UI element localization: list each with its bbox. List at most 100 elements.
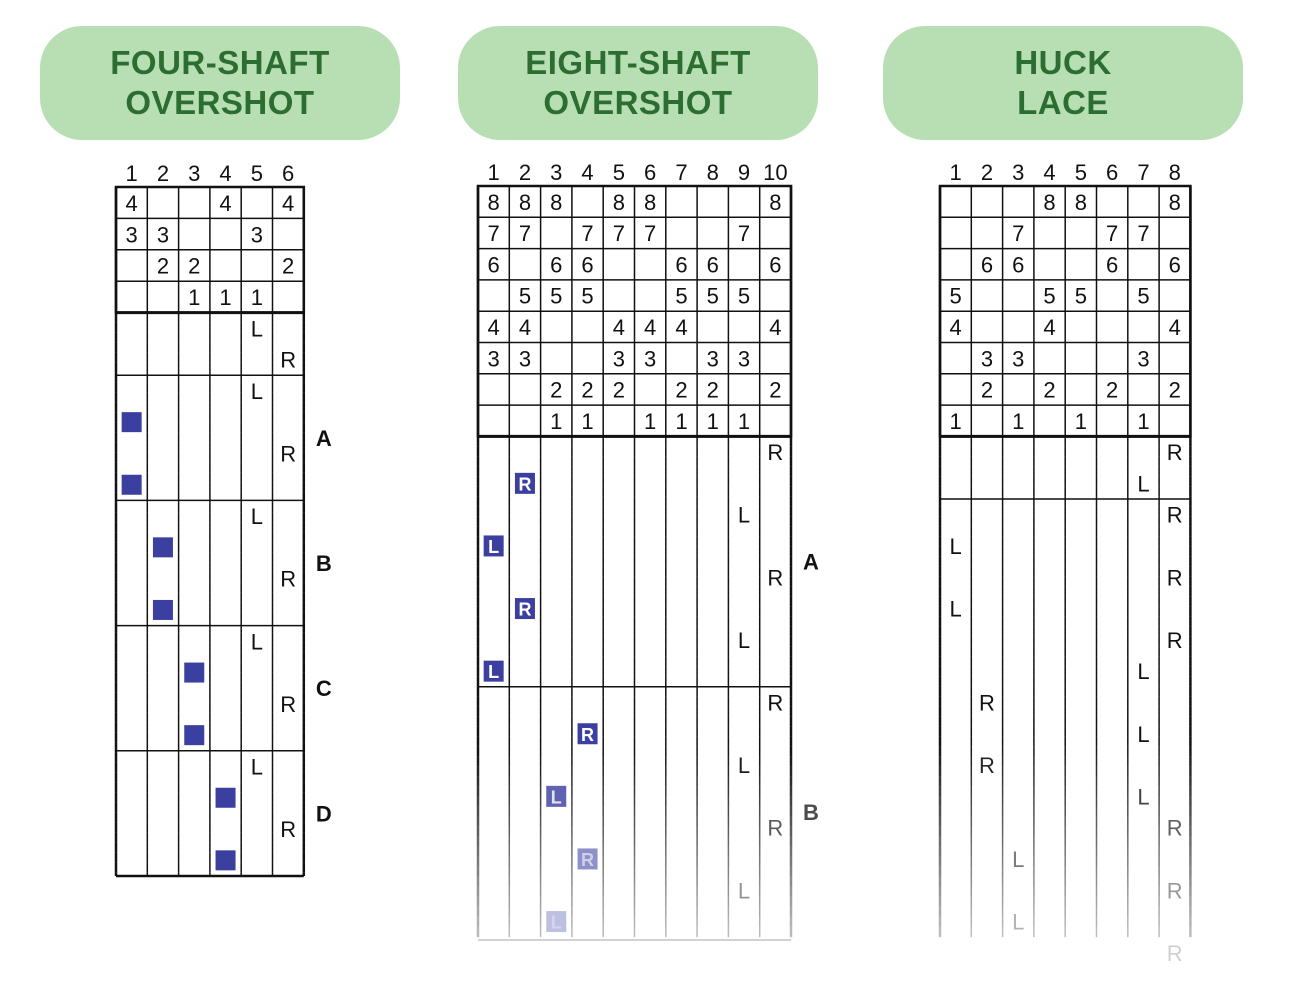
treadle-block	[184, 662, 205, 683]
panel-title: EIGHT-SHAFT OVERSHOT	[458, 26, 818, 140]
treadle-block	[121, 474, 142, 495]
title-line-2: OVERSHOT	[125, 84, 315, 121]
threading-number: 4	[1169, 315, 1181, 340]
threading-number: 4	[519, 315, 531, 340]
threading-number: 5	[1137, 284, 1149, 309]
section-label: B	[803, 800, 819, 825]
column-header: 2	[981, 160, 993, 185]
treadle-letter: R	[280, 441, 296, 466]
treadle-letter: L	[950, 597, 962, 622]
treadle-letter: L	[251, 316, 263, 341]
threading-number: 1	[950, 409, 962, 434]
column-header: 5	[1075, 160, 1087, 185]
threading-number: 6	[707, 252, 719, 277]
threading-number: 8	[1043, 190, 1055, 215]
treadle-letter: L	[738, 503, 750, 528]
threading-number: 3	[981, 346, 993, 371]
threading-number: 2	[282, 254, 294, 279]
treadle-box-letter: R	[581, 725, 594, 745]
column-header: 5	[251, 161, 263, 186]
threading-number: 5	[550, 284, 562, 309]
column-header: 2	[157, 161, 169, 186]
threading-number: 7	[1106, 221, 1118, 246]
treadle-letter: R	[1167, 503, 1183, 528]
threading-number: 6	[1012, 252, 1024, 277]
treadle-letter: L	[1137, 659, 1149, 684]
column-header: 3	[1012, 160, 1024, 185]
column-header: 7	[1137, 160, 1149, 185]
column-header: 7	[675, 160, 687, 185]
threading-number: 5	[738, 284, 750, 309]
threading-number: 4	[1043, 315, 1055, 340]
treadle-box-letter: R	[518, 474, 531, 494]
threading-number: 6	[769, 252, 781, 277]
treadle-letter: R	[767, 440, 783, 465]
treadle-letter: R	[1167, 628, 1183, 653]
treadle-box	[577, 723, 598, 745]
treadle-letter: R	[979, 753, 995, 778]
treadle-box	[483, 660, 504, 682]
section-label: B	[316, 551, 332, 576]
treadle-box-letter: L	[551, 787, 562, 807]
threading-number: 5	[581, 284, 593, 309]
treadle-block	[121, 412, 142, 433]
threading-number: 8	[1075, 190, 1087, 215]
threading-number: 8	[488, 190, 500, 215]
column-header: 8	[1169, 160, 1181, 185]
threading-number: 3	[613, 346, 625, 371]
treadle-letter: L	[251, 379, 263, 404]
threading-number: 8	[613, 190, 625, 215]
column-header: 1	[488, 160, 500, 185]
column-header: 8	[707, 160, 719, 185]
section-label: C	[316, 676, 332, 701]
treadle-letter: L	[1137, 784, 1149, 809]
threading-number: 4	[219, 191, 231, 216]
treadle-letter: L	[738, 878, 750, 903]
treadle-block	[152, 599, 173, 620]
threading-number: 6	[1106, 252, 1118, 277]
threading-number: 7	[1137, 221, 1149, 246]
threading-number: 2	[707, 378, 719, 403]
treadle-block	[215, 787, 236, 808]
treadle-letter: R	[767, 816, 783, 841]
threading-number: 1	[550, 409, 562, 434]
threading-number: 5	[675, 284, 687, 309]
threading-number: 7	[613, 221, 625, 246]
section-label: A	[803, 550, 819, 575]
column-header: 5	[613, 160, 625, 185]
threading-number: 3	[1012, 346, 1024, 371]
title-line-1: FOUR-SHAFT	[110, 44, 330, 81]
threading-number: 8	[519, 190, 531, 215]
threading-number: 8	[550, 190, 562, 215]
threading-number: 3	[738, 346, 750, 371]
treadle-letter: R	[979, 690, 995, 715]
treadle-letter: L	[950, 534, 962, 559]
treadle-letter: R	[1167, 816, 1183, 841]
threading-number: 5	[519, 284, 531, 309]
threading-number: 3	[157, 222, 169, 247]
threading-number: 2	[1169, 378, 1181, 403]
title-line-1: EIGHT-SHAFT	[525, 44, 751, 81]
threading-number: 6	[981, 252, 993, 277]
threading-number: 4	[488, 315, 500, 340]
threading-number: 8	[769, 190, 781, 215]
threading-number: 4	[675, 315, 687, 340]
treadle-box-letter: L	[488, 537, 499, 557]
threading-number: 8	[1169, 190, 1181, 215]
threading-number: 3	[519, 346, 531, 371]
column-header: 6	[282, 161, 294, 186]
treadle-box-letter: L	[488, 662, 499, 682]
column-header: 3	[550, 160, 562, 185]
section-label: D	[316, 801, 332, 826]
treadle-letter: L	[1137, 471, 1149, 496]
threading-number: 6	[675, 252, 687, 277]
threading-number: 1	[188, 285, 200, 310]
threading-number: 1	[1137, 409, 1149, 434]
treadle-letter: R	[1167, 440, 1183, 465]
treadle-letter: L	[1012, 847, 1024, 872]
treadle-letter: R	[280, 692, 296, 717]
threading-number: 1	[644, 409, 656, 434]
